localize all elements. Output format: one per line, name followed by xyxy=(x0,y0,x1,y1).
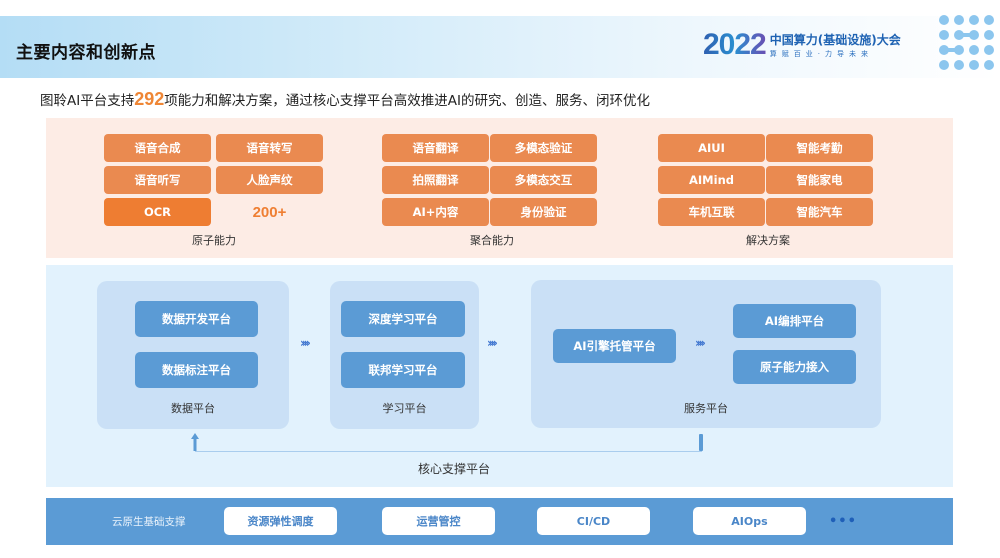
capability-item[interactable]: 多模态验证 xyxy=(490,134,597,162)
more-ellipsis-icon: ••• xyxy=(829,514,857,529)
capability-item[interactable]: 语音合成 xyxy=(104,134,211,162)
capability-count: 292 xyxy=(134,89,165,109)
capabilities-panel: 语音合成 语音转写 语音听写 人脸声纹 OCR 200+ 原子能力 语音翻译 多… xyxy=(46,118,953,258)
data-development-platform[interactable]: 数据开发平台 xyxy=(135,301,258,337)
solution-item[interactable]: AIUI xyxy=(658,134,765,162)
data-platform-label: 数据平台 xyxy=(171,402,215,415)
feedback-loop-line xyxy=(195,451,702,452)
data-annotation-platform[interactable]: 数据标注平台 xyxy=(135,352,258,388)
cloud-native-item[interactable]: AIOps xyxy=(693,507,806,535)
capability-item[interactable]: 多模态交互 xyxy=(490,166,597,194)
feedback-loop-start-marker xyxy=(699,434,703,451)
flow-arrow-icon: ›››› xyxy=(300,336,311,350)
more-capabilities-count: 200+ xyxy=(252,203,287,221)
header-band xyxy=(0,16,1000,78)
group-label: 原子能力 xyxy=(192,234,236,247)
core-platform-label: 核心支撑平台 xyxy=(418,462,491,476)
solution-item[interactable]: 智能家电 xyxy=(766,166,873,194)
capability-item[interactable]: 语音转写 xyxy=(216,134,323,162)
learning-platform-label: 学习平台 xyxy=(382,402,427,415)
solution-item[interactable]: 智能考勤 xyxy=(766,134,873,162)
logo-slogan: 算赋百业·力导未来 xyxy=(769,50,873,58)
cloud-native-label: 云原生基础支撑 xyxy=(112,516,186,528)
federated-learning-platform[interactable]: 联邦学习平台 xyxy=(341,352,465,388)
solution-item[interactable]: AIMind xyxy=(658,166,765,194)
capability-item[interactable]: 语音翻译 xyxy=(382,134,489,162)
flow-arrow-icon: ›››› xyxy=(487,336,498,350)
logo-name: 中国算力(基础设施)大会 xyxy=(769,33,901,47)
capability-item[interactable]: 身份验证 xyxy=(490,198,597,226)
group-label: 聚合能力 xyxy=(470,234,514,247)
solution-item[interactable]: 车机互联 xyxy=(658,198,765,226)
summary-prefix: 图聆AI平台支持 xyxy=(40,93,135,109)
capability-item[interactable]: AI+内容 xyxy=(382,198,489,226)
group-label: 解决方案 xyxy=(746,234,790,247)
up-arrow-icon xyxy=(191,433,199,451)
logo-year: 2022 xyxy=(703,28,767,61)
summary-suffix: 项能力和解决方案，通过核心支撑平台高效推进AI的研究、创造、服务、闭环优化 xyxy=(164,93,650,109)
cloud-native-item[interactable]: CI/CD xyxy=(537,507,650,535)
page-title: 主要内容和创新点 xyxy=(16,43,156,63)
atomic-capability-access[interactable]: 原子能力接入 xyxy=(733,350,856,384)
ai-orchestration-platform[interactable]: AI编排平台 xyxy=(733,304,856,338)
service-platform-label: 服务平台 xyxy=(684,402,728,415)
deep-learning-platform[interactable]: 深度学习平台 xyxy=(341,301,465,337)
capability-item[interactable]: 人脸声纹 xyxy=(216,166,323,194)
ai-engine-hosting-platform[interactable]: AI引擎托管平台 xyxy=(553,329,676,363)
capability-item[interactable]: OCR xyxy=(104,198,211,226)
dot-grid-icon xyxy=(937,13,1000,73)
summary-text: 图聆AI平台支持292项能力和解决方案，通过核心支撑平台高效推进AI的研究、创造… xyxy=(40,89,650,110)
capability-item[interactable]: 语音听写 xyxy=(104,166,211,194)
conference-logo: 2022 中国算力(基础设施)大会 算赋百业·力导未来 xyxy=(703,25,901,65)
cloud-native-item[interactable]: 资源弹性调度 xyxy=(224,507,337,535)
solution-item[interactable]: 智能汽车 xyxy=(766,198,873,226)
capability-item[interactable]: 拍照翻译 xyxy=(382,166,489,194)
cloud-native-bar: 云原生基础支撑 资源弹性调度 运营管控 CI/CD AIOps ••• xyxy=(46,498,953,545)
flow-arrow-icon: ›››› xyxy=(695,336,706,350)
cloud-native-item[interactable]: 运营管控 xyxy=(382,507,495,535)
